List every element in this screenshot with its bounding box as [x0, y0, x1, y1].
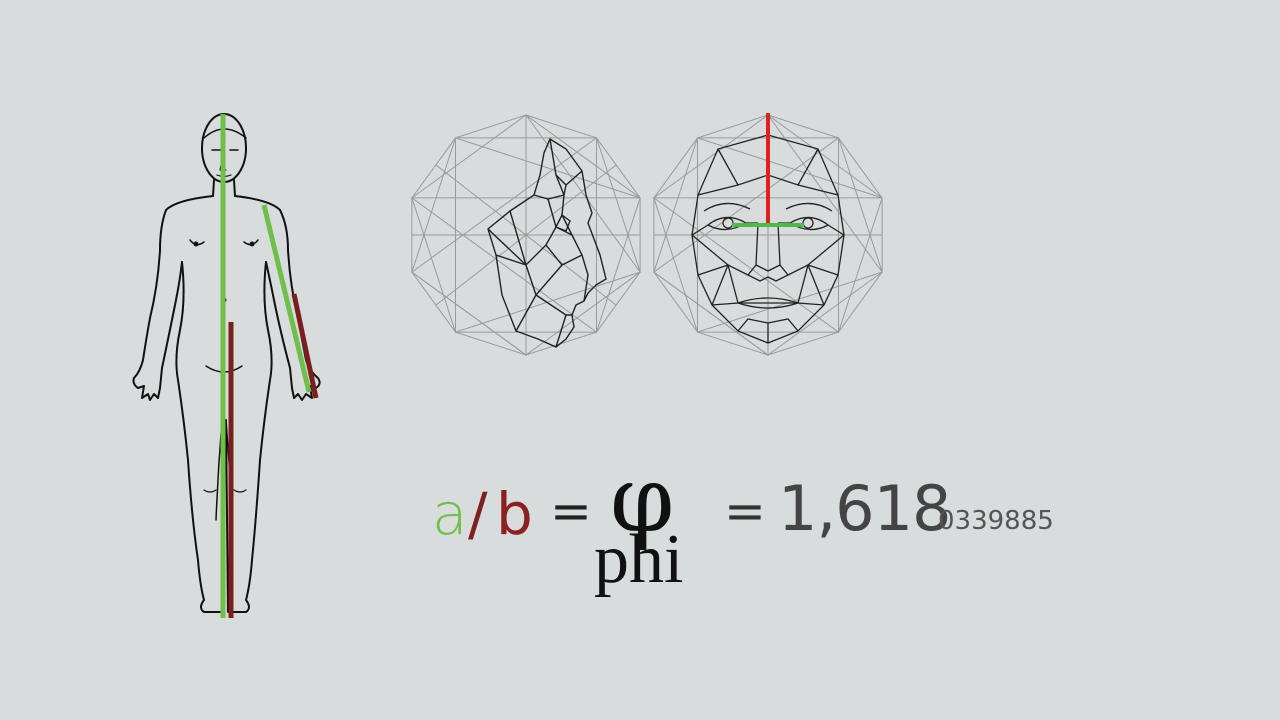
decagram-construction-left	[410, 113, 641, 356]
front-face-diagram	[652, 113, 883, 356]
equals-sign-2: =	[724, 482, 766, 540]
golden-ratio-formula: a / b = φ phi = 1,618 0339885	[432, 446, 1112, 612]
human-figure	[132, 113, 321, 613]
forearm-line-red	[291, 293, 319, 399]
variable-b: b	[496, 480, 533, 548]
arm-line-green	[261, 204, 312, 393]
phi-symbol: φ	[610, 446, 675, 553]
profile-face-lines	[487, 137, 607, 348]
face-measurement-lines	[732, 113, 804, 227]
variable-a: a	[432, 480, 468, 548]
equals-sign-1: =	[550, 482, 592, 540]
division-slash: /	[468, 480, 488, 548]
golden-ratio-decimal-digits: 0339885	[938, 506, 1054, 536]
phi-word: phi	[594, 521, 684, 598]
golden-ratio-value: 1,618	[778, 472, 951, 545]
body-measurement-lines	[220, 114, 319, 618]
profile-face-diagram	[410, 113, 641, 356]
